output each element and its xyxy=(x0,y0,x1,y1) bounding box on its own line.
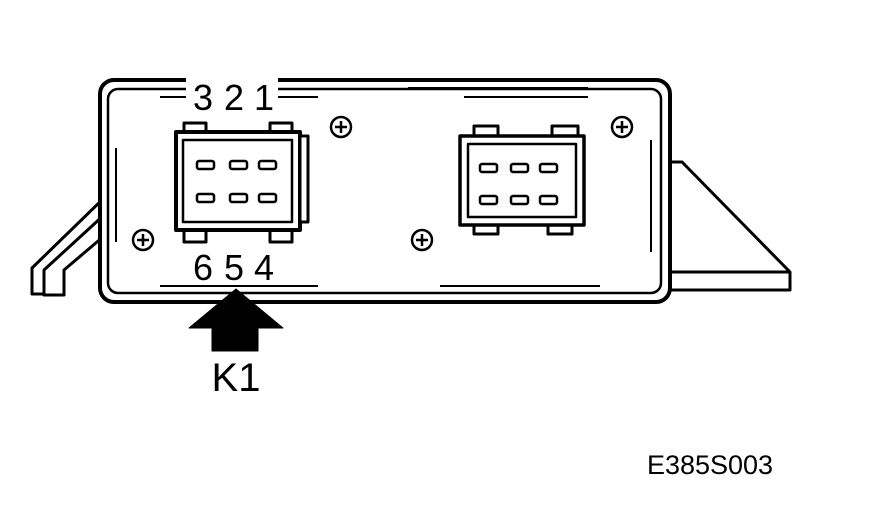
pin-label-5: 5 xyxy=(224,247,244,288)
arrow-label-k1: K1 xyxy=(212,356,261,400)
pin-label-6: 6 xyxy=(193,247,213,288)
pin-label-backing xyxy=(186,247,278,281)
housing-grooves xyxy=(115,87,652,287)
pin-label-1: 1 xyxy=(254,77,274,118)
connector-k1-pins xyxy=(195,159,278,204)
figure-code: E385S003 xyxy=(647,450,773,480)
pin-label-4: 4 xyxy=(254,247,274,288)
connector-k1 xyxy=(174,121,310,244)
right-mounting-bracket xyxy=(664,160,792,292)
screw-icon xyxy=(610,115,634,139)
housing-inner xyxy=(106,87,663,295)
screw-icon xyxy=(329,115,353,139)
connector-right xyxy=(458,124,586,236)
pin-label-2: 2 xyxy=(224,77,244,118)
connector-right-pins xyxy=(478,162,559,206)
screw-icon xyxy=(410,228,434,252)
left-mounting-bracket xyxy=(30,196,106,297)
pin-label-backing xyxy=(186,77,278,111)
arrow-up-icon xyxy=(188,288,284,352)
pin-label-3: 3 xyxy=(193,77,213,118)
screw-icon xyxy=(131,228,155,252)
